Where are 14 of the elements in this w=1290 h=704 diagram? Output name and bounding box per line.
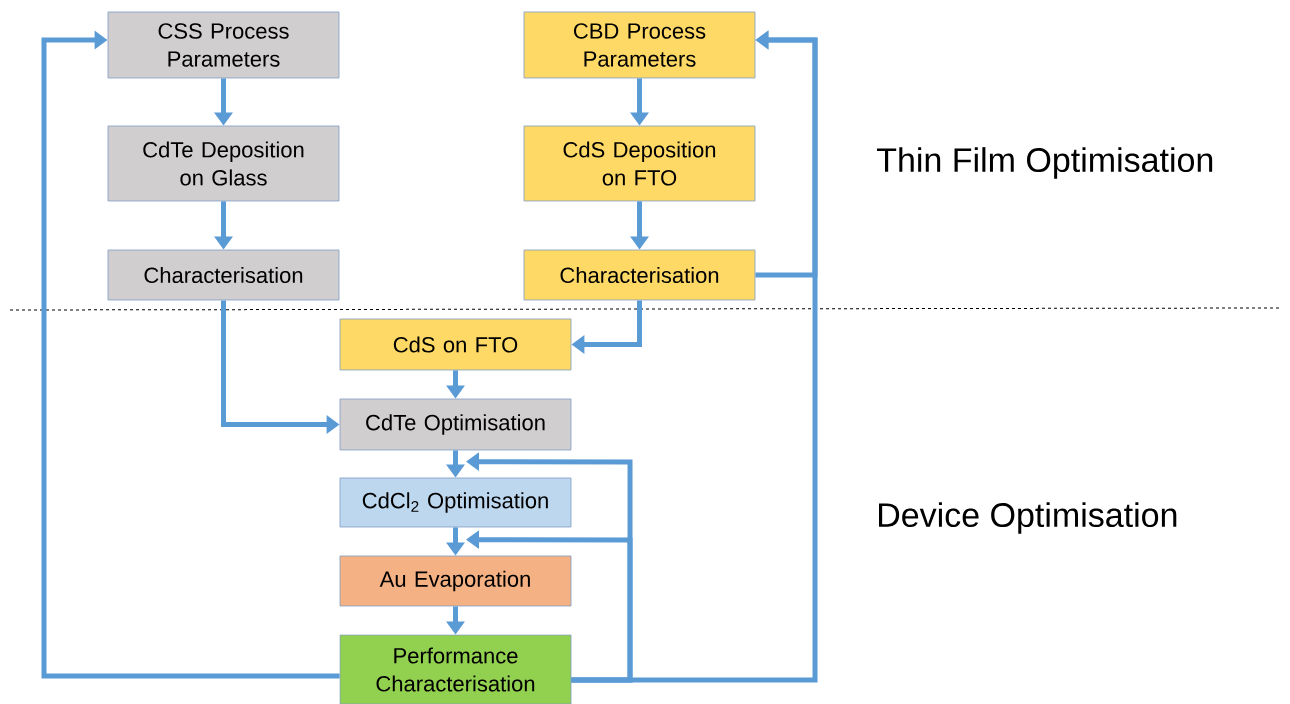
process-box: CdTe Deposition on Glass <box>107 125 340 202</box>
arrow <box>41 30 340 679</box>
process-box: CBD Process Parameters <box>523 11 756 79</box>
process-box: Characterisation <box>107 249 340 301</box>
process-box: Characterisation <box>523 249 756 301</box>
process-box: CdS Deposition on FTO <box>523 125 756 202</box>
process-box: CdS on FTO <box>339 318 572 371</box>
process-box: Au Evaporation <box>339 555 572 607</box>
section-label: Device Optimisation <box>879 502 1177 534</box>
process-box: CdTe Optimisation <box>339 398 572 451</box>
section-label: Thin Film Optimisation <box>877 147 1213 179</box>
process-box: CdCl$_{2}$ Optimisation <box>339 477 572 528</box>
process-box: Performance Characterisation <box>339 634 572 704</box>
process-box: CSS Process Parameters <box>107 11 340 79</box>
